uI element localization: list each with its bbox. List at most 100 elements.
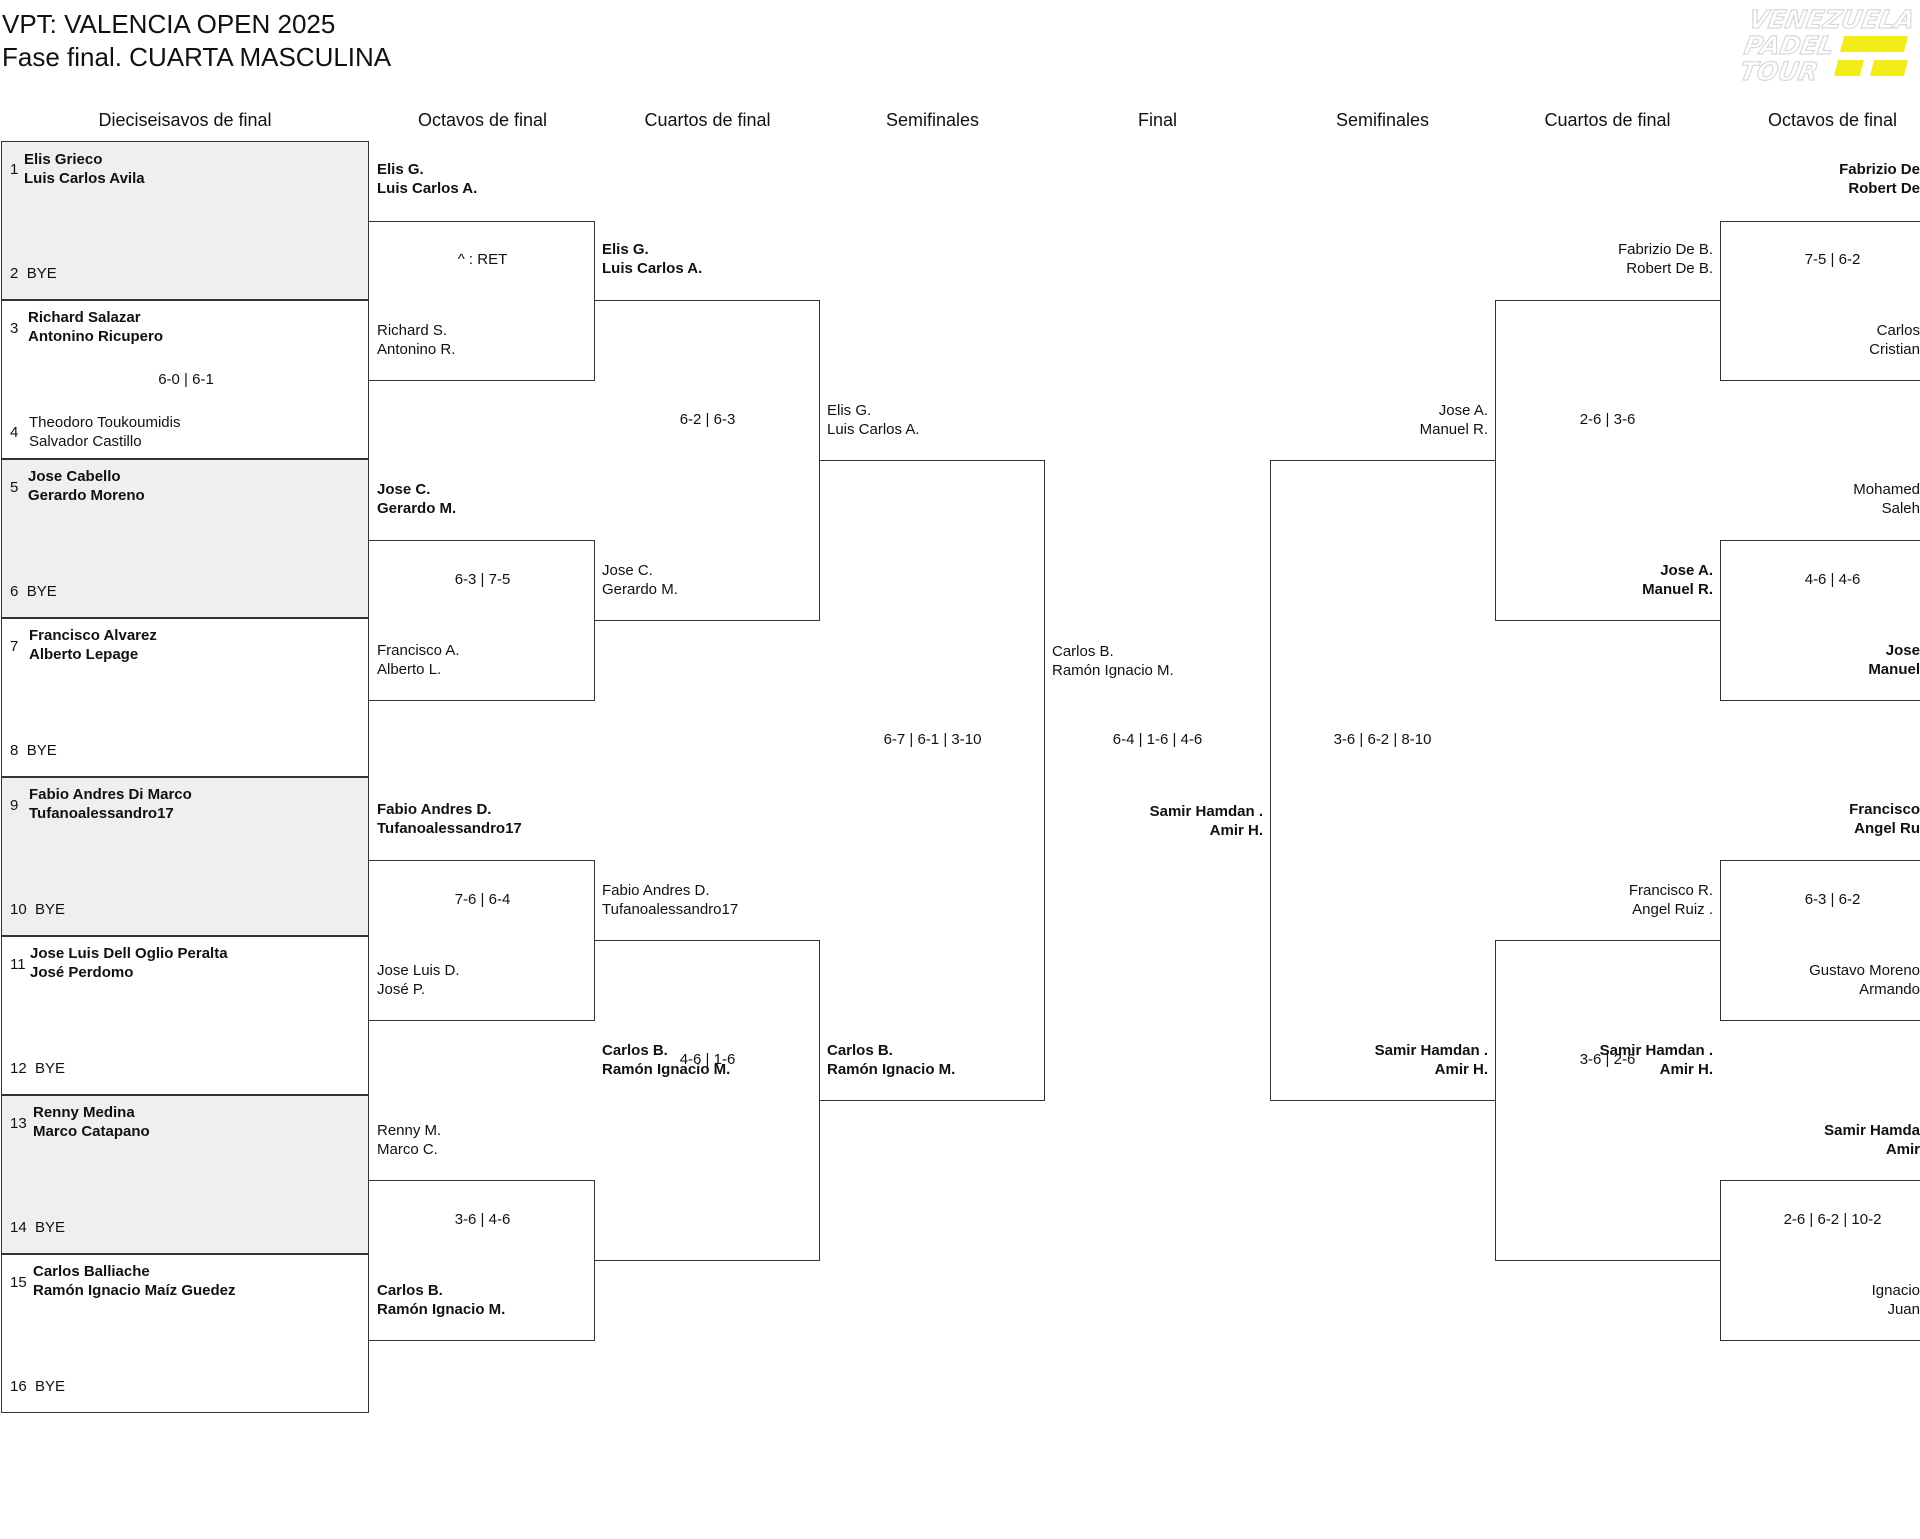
player-name: Ramón Ignacio M. xyxy=(602,1061,731,1078)
bye-label: BYE xyxy=(35,901,66,918)
team-entry: Carlos B.Ramón Ignacio M. xyxy=(377,1281,505,1319)
team-players: Jose Luis Dell Oglio Peralta José Perdom… xyxy=(30,944,228,982)
match-score: 6-4 | 1-6 | 4-6 xyxy=(1112,731,1203,748)
header-round-of-16: Octavos de final xyxy=(417,110,548,130)
player-name: Jose xyxy=(1885,642,1920,659)
team-entry: Jose C. Gerardo M. xyxy=(602,561,678,599)
header-quarterfinals: Cuartos de final xyxy=(644,110,771,130)
seed-number: 15 xyxy=(10,1274,27,1291)
team-entry: Fabrizio De B.Robert De B. xyxy=(1505,240,1713,278)
player-name: Luis Carlos Avila xyxy=(24,170,145,187)
bracket-line xyxy=(1720,860,1920,1021)
player-name: Cristian xyxy=(1869,341,1920,358)
player-name: Jose C. xyxy=(602,562,653,579)
player-name: Carlos B. xyxy=(827,1042,893,1059)
player-name: Manuel R. xyxy=(1642,581,1713,598)
player-name: Amir H. xyxy=(1434,1061,1488,1078)
player-name: Francisco Alvarez xyxy=(29,627,157,644)
player-name: Ramón Ignacio M. xyxy=(1052,662,1174,679)
player-name: Mohamed xyxy=(1853,481,1920,498)
r32-match: 15 Carlos Balliache Ramón Ignacio Maíz G… xyxy=(1,1254,369,1413)
team-entry: Carlos B.Ramón Ignacio M. xyxy=(602,1041,730,1079)
bracket-line xyxy=(369,221,595,381)
player-name: Amir H. xyxy=(1209,822,1263,839)
team-entry: Jose Luis D.José P. xyxy=(377,961,460,999)
bye-label: BYE xyxy=(26,583,57,600)
player-name: Luis Carlos A. xyxy=(827,421,920,438)
r32-match: 11 Jose Luis Dell Oglio Peralta José Per… xyxy=(1,936,369,1095)
player-name: Saleh xyxy=(1881,500,1920,517)
team-entry: Richard S.Antonino R. xyxy=(377,321,455,359)
player-name: Luis Carlos A. xyxy=(602,260,703,277)
player-name: Elis G. xyxy=(602,241,649,258)
player-name: Armando xyxy=(1859,981,1920,998)
player-name: Samir Hamda xyxy=(1824,1122,1920,1139)
seed-number: 8 xyxy=(10,742,19,759)
seed-number: 2 xyxy=(10,265,19,282)
match-score: 6-3 | 7-5 xyxy=(454,571,511,588)
team-entry: Jose C.Gerardo M. xyxy=(377,480,456,518)
r32-match: 5 Jose Cabello Gerardo Moreno 6 BYE xyxy=(1,459,369,618)
bracket-line xyxy=(594,940,820,1261)
bracket-line xyxy=(1495,940,1721,1261)
seed-number: 1 xyxy=(10,161,19,178)
logo-line3: TOUR xyxy=(1742,57,1820,84)
player-name: Ignacio xyxy=(1871,1282,1920,1299)
seed-number: 16 xyxy=(10,1378,27,1395)
player-name: Carlos xyxy=(1876,322,1920,339)
seed-number: 13 xyxy=(10,1115,27,1132)
r32-match: 7 Francisco Alvarez Alberto Lepage 8 BYE xyxy=(1,618,369,777)
player-name: José Perdomo xyxy=(30,964,134,981)
team-entry: Jose A.Manuel R. xyxy=(1280,401,1488,439)
bye-entry: 14 BYE xyxy=(10,1218,65,1237)
player-name: Gerardo M. xyxy=(602,581,678,598)
player-name: Carlos B. xyxy=(1052,643,1114,660)
seed-number: 10 xyxy=(10,901,27,918)
team-players: Elis Grieco Luis Carlos Avila xyxy=(24,150,145,188)
match-score: 6-3 | 6-2 xyxy=(1804,891,1861,908)
r32-match: 13 Renny Medina Marco Catapano 14 BYE xyxy=(1,1095,369,1254)
team-entry: Francisco R.Angel Ruiz . xyxy=(1505,881,1713,919)
player-name: Tufanoalessandro17 xyxy=(602,901,739,918)
team-players: Carlos Balliache Ramón Ignacio Maíz Gued… xyxy=(33,1262,236,1300)
bracket-line xyxy=(1720,1180,1920,1341)
player-name: Samir Hamdan . xyxy=(1149,803,1263,820)
player-name: Gerardo Moreno xyxy=(28,487,145,504)
team-entry: Elis G.Luis Carlos A. xyxy=(827,401,920,439)
player-name: Alberto L. xyxy=(377,661,442,678)
player-name: Antonino Ricupero xyxy=(28,328,163,345)
player-name: Francisco xyxy=(1849,801,1920,818)
player-name: Juan xyxy=(1887,1301,1920,1318)
bye-label: BYE xyxy=(35,1219,66,1236)
bye-entry: 12 BYE xyxy=(10,1059,65,1078)
seed-number: 12 xyxy=(10,1060,27,1077)
bye-label: BYE xyxy=(26,742,57,759)
match-score: 6-2 | 6-3 xyxy=(679,411,736,428)
header-final: Final xyxy=(1137,110,1177,130)
team-entry: Samir Hamdan .Amir H. xyxy=(1280,1041,1488,1079)
seed-number: 7 xyxy=(10,638,19,655)
player-name: Tufanoalessandro17 xyxy=(29,805,174,822)
team-entry: Fabio Andres D.Tufanoalessandro17 xyxy=(602,881,738,919)
player-name: Antonino R. xyxy=(377,341,456,358)
player-name: Gerardo M. xyxy=(377,500,457,517)
match-score: 2-6 | 6-2 | 10-2 xyxy=(1783,1211,1882,1228)
match-score: 3-6 | 6-2 | 8-10 xyxy=(1333,731,1432,748)
seed-number: 4 xyxy=(10,424,19,441)
player-name: Elis G. xyxy=(377,161,424,178)
bye-label: BYE xyxy=(26,265,57,282)
header-semifinals: Semifinales xyxy=(885,110,980,130)
page-title: VPT: VALENCIA OPEN 2025 xyxy=(2,9,336,39)
bye-entry: 10 BYE xyxy=(10,900,65,919)
seed-number: 11 xyxy=(10,956,26,973)
player-name: Amir H. xyxy=(1659,1061,1713,1078)
player-name: Manuel xyxy=(1868,661,1920,678)
r32-match: 1 Elis Grieco Luis Carlos Avila 2 BYE xyxy=(1,141,369,300)
bracket-line xyxy=(1720,221,1920,381)
player-name: Marco Catapano xyxy=(33,1123,150,1140)
logo-line2: PADEL xyxy=(1742,31,1836,60)
team-entry: Fabio Andres D.Tufanoalessandro17 xyxy=(377,800,522,838)
